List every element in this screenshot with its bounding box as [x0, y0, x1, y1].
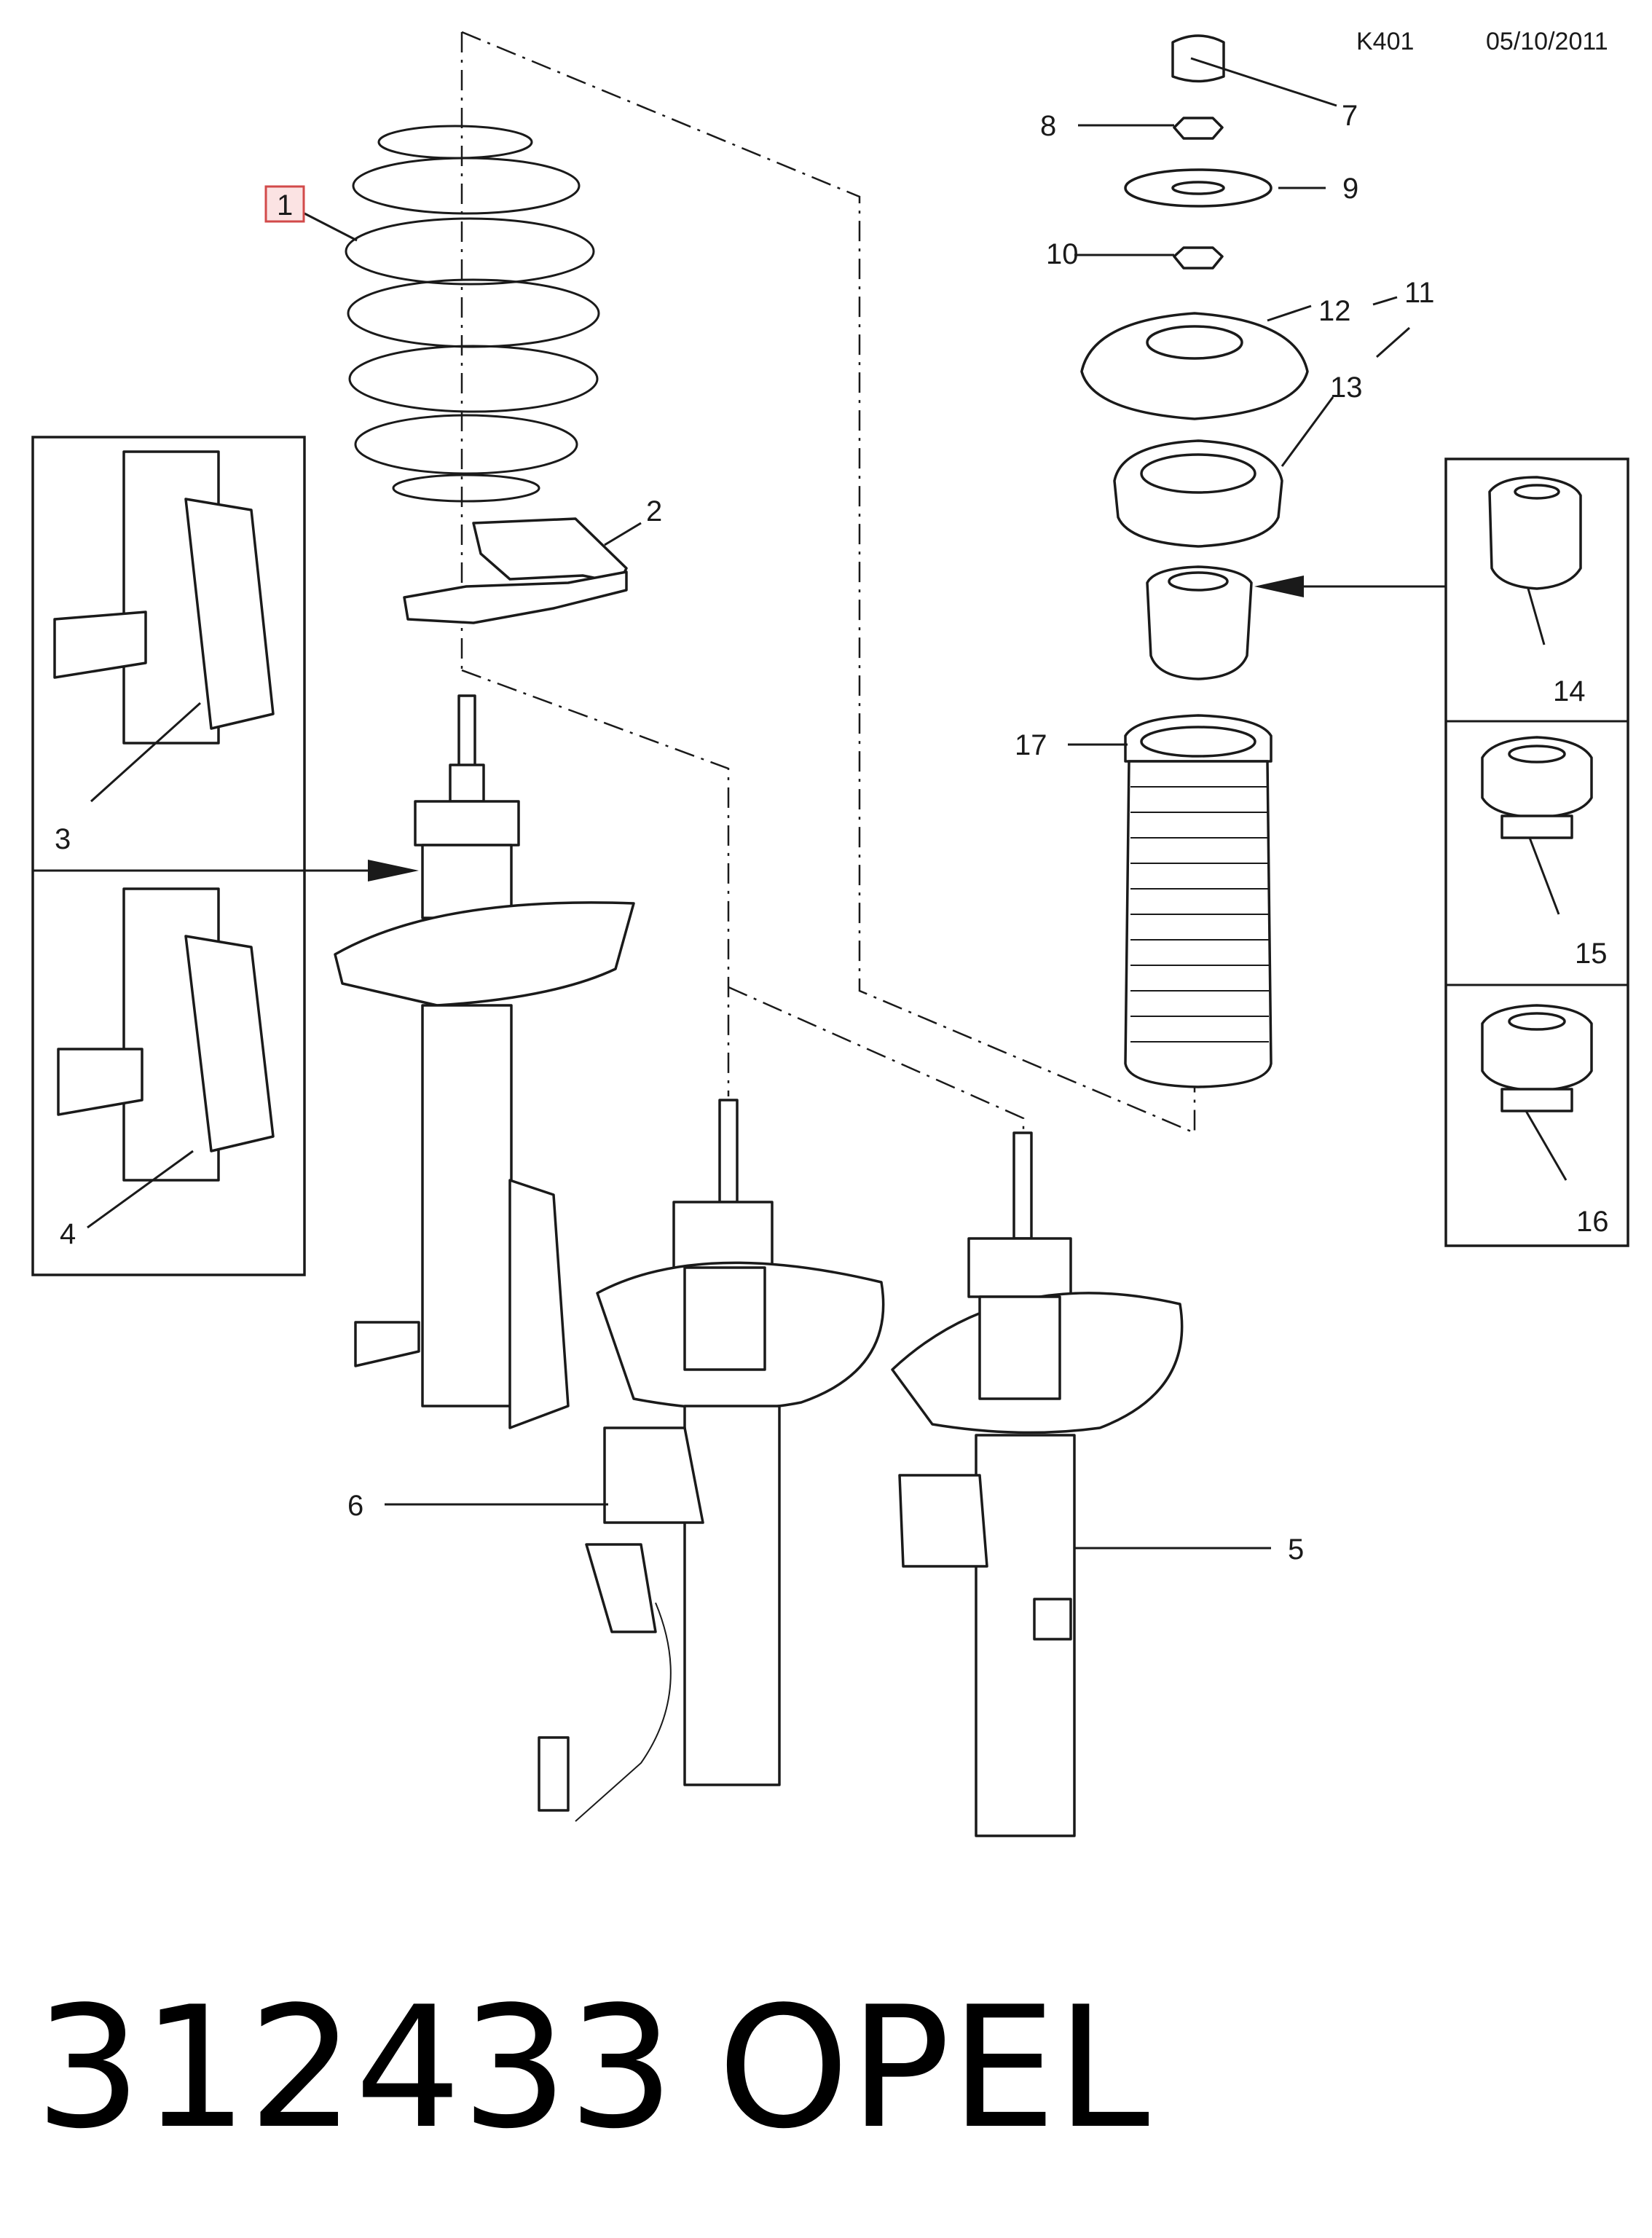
callout-5: 5 — [1288, 1534, 1304, 1566]
boot-ribs — [1130, 786, 1269, 1043]
callout-9: 9 — [1342, 173, 1358, 205]
nut-lower[interactable] — [1173, 246, 1224, 270]
washer[interactable] — [1124, 168, 1273, 208]
cap[interactable] — [1171, 34, 1225, 83]
bump-stop-variant-16[interactable] — [1481, 1004, 1593, 1112]
callout-7: 7 — [1342, 100, 1358, 132]
callout-2: 2 — [646, 495, 662, 527]
callout-4: 4 — [60, 1218, 76, 1250]
callout-15: 15 — [1575, 938, 1608, 970]
nut-upper[interactable] — [1173, 117, 1224, 140]
strut-main[interactable] — [334, 694, 635, 1429]
leader-lines — [87, 57, 1568, 1550]
detail-box-14-16 — [1254, 458, 1629, 1247]
bracket-variant-3[interactable] — [53, 450, 275, 745]
bump-stop-installed[interactable] — [1146, 565, 1253, 680]
callout-1: 1 — [277, 189, 293, 221]
brand-name: OPEL — [717, 1971, 1149, 2166]
bracket-variant-4[interactable] — [57, 887, 275, 1182]
bearing[interactable] — [1113, 439, 1283, 548]
strut-mount[interactable] — [1080, 312, 1309, 420]
spring-seat[interactable] — [403, 517, 628, 624]
callout-12: 12 — [1318, 295, 1351, 327]
arrow-to-bump-stop — [1254, 576, 1304, 597]
callout-8: 8 — [1040, 110, 1056, 142]
callout-3: 3 — [55, 823, 71, 855]
strut-with-sensor[interactable] — [538, 1099, 885, 1822]
callout-14: 14 — [1553, 675, 1586, 707]
callout-13: 13 — [1330, 372, 1363, 404]
arrow-to-strut — [368, 860, 419, 882]
dust-boot[interactable] — [1124, 714, 1273, 1088]
bump-stop-variant-15[interactable] — [1481, 736, 1593, 839]
callout-17: 17 — [1015, 729, 1047, 761]
callout-11: 11 — [1404, 277, 1435, 309]
diagram-code: K401 — [1356, 28, 1414, 55]
detail-box-3-4 — [31, 436, 419, 1276]
diagram-date: 05/10/2011 — [1486, 28, 1608, 55]
callout-1-highlight — [264, 185, 305, 223]
callout-16: 16 — [1576, 1206, 1609, 1238]
part-number: 312433 — [35, 1971, 674, 2166]
callout-10: 10 — [1046, 238, 1079, 270]
bump-stop-variant-14[interactable] — [1488, 476, 1582, 590]
coil-spring[interactable] — [345, 125, 600, 503]
callout-6: 6 — [347, 1490, 363, 1522]
strut-plain[interactable] — [891, 1131, 1184, 1837]
